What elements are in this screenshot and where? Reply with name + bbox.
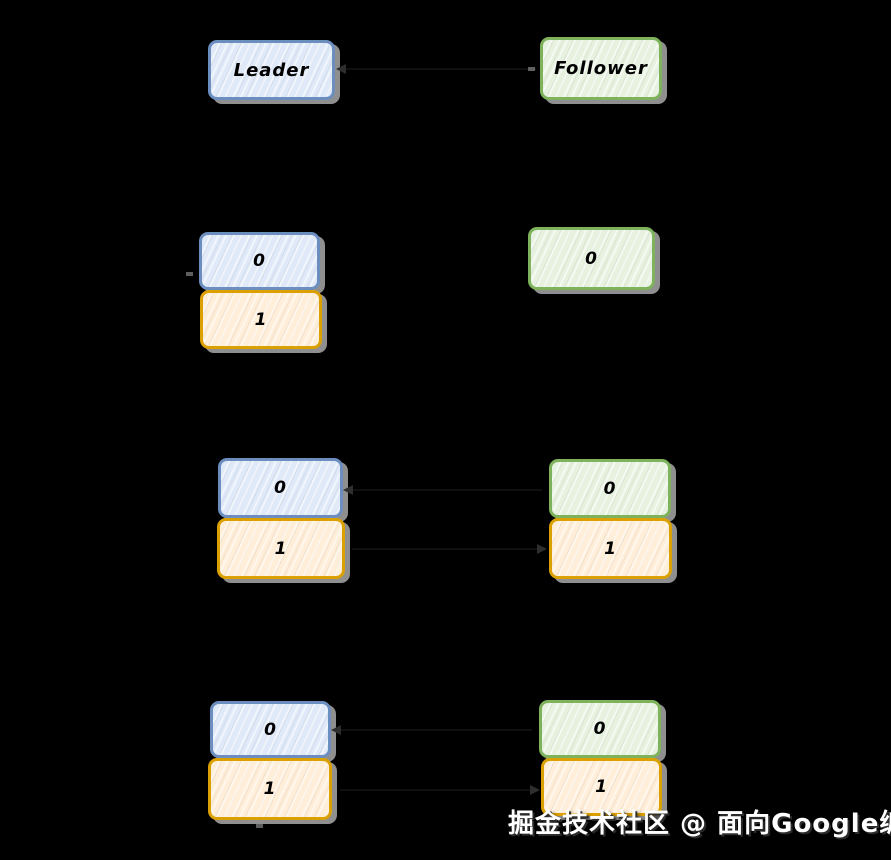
step3-follower-log-entry-1: 1 — [541, 758, 662, 816]
step2-leader-log-entry-1: 1 — [217, 518, 345, 579]
replication-arrow-line — [340, 729, 532, 731]
arrow-right-icon — [530, 785, 540, 795]
log-entry-value: 0 — [264, 719, 277, 740]
step1-follower-log-entry-0: 0 — [528, 227, 655, 290]
step3-leader-log-entry-0: 0 — [210, 701, 331, 758]
step1-leader-log-entry-1: 1 — [200, 290, 322, 349]
log-entry-value: 1 — [263, 779, 277, 799]
step3-leader-log-entry-1: 1 — [208, 758, 332, 820]
arrow-stub-icon — [528, 67, 535, 71]
step1-leader-log-entry-0: 0 — [199, 232, 320, 290]
step2-leader-log-entry-0: 0 — [218, 458, 343, 518]
step3-follower-log-entry-0: 0 — [539, 700, 661, 758]
log-entry-value: 0 — [593, 719, 607, 739]
log-entry-value: 0 — [274, 478, 287, 498]
arrow-stub-icon — [256, 824, 263, 828]
log-entry-value: 1 — [254, 309, 268, 330]
follower-label: Follower — [554, 58, 648, 79]
log-entry-value: 0 — [253, 251, 266, 271]
leader-node: Leader — [208, 40, 335, 100]
arrow-left-icon — [331, 725, 341, 735]
arrow-left-icon — [343, 485, 353, 495]
replication-arrow-line — [346, 68, 536, 70]
log-entry-value: 0 — [585, 248, 598, 269]
leader-label: Leader — [233, 59, 310, 81]
arrow-left-icon — [336, 64, 346, 74]
log-entry-value: 1 — [604, 538, 617, 559]
arrow-stub-icon — [186, 272, 193, 276]
follower-node: Follower — [540, 37, 662, 100]
log-entry-value: 1 — [595, 777, 608, 797]
log-entry-value: 0 — [603, 478, 617, 499]
replication-arrow-line — [352, 489, 542, 491]
step2-follower-log-entry-0: 0 — [549, 459, 671, 518]
step2-follower-log-entry-1: 1 — [549, 518, 672, 579]
arrow-right-icon — [537, 544, 547, 554]
log-entry-value: 1 — [274, 538, 288, 559]
replication-arrow-line — [352, 548, 537, 550]
replication-arrow-line — [340, 789, 530, 791]
watermark-text: 掘金技术社区 @ 面向Google编程 — [508, 809, 891, 839]
